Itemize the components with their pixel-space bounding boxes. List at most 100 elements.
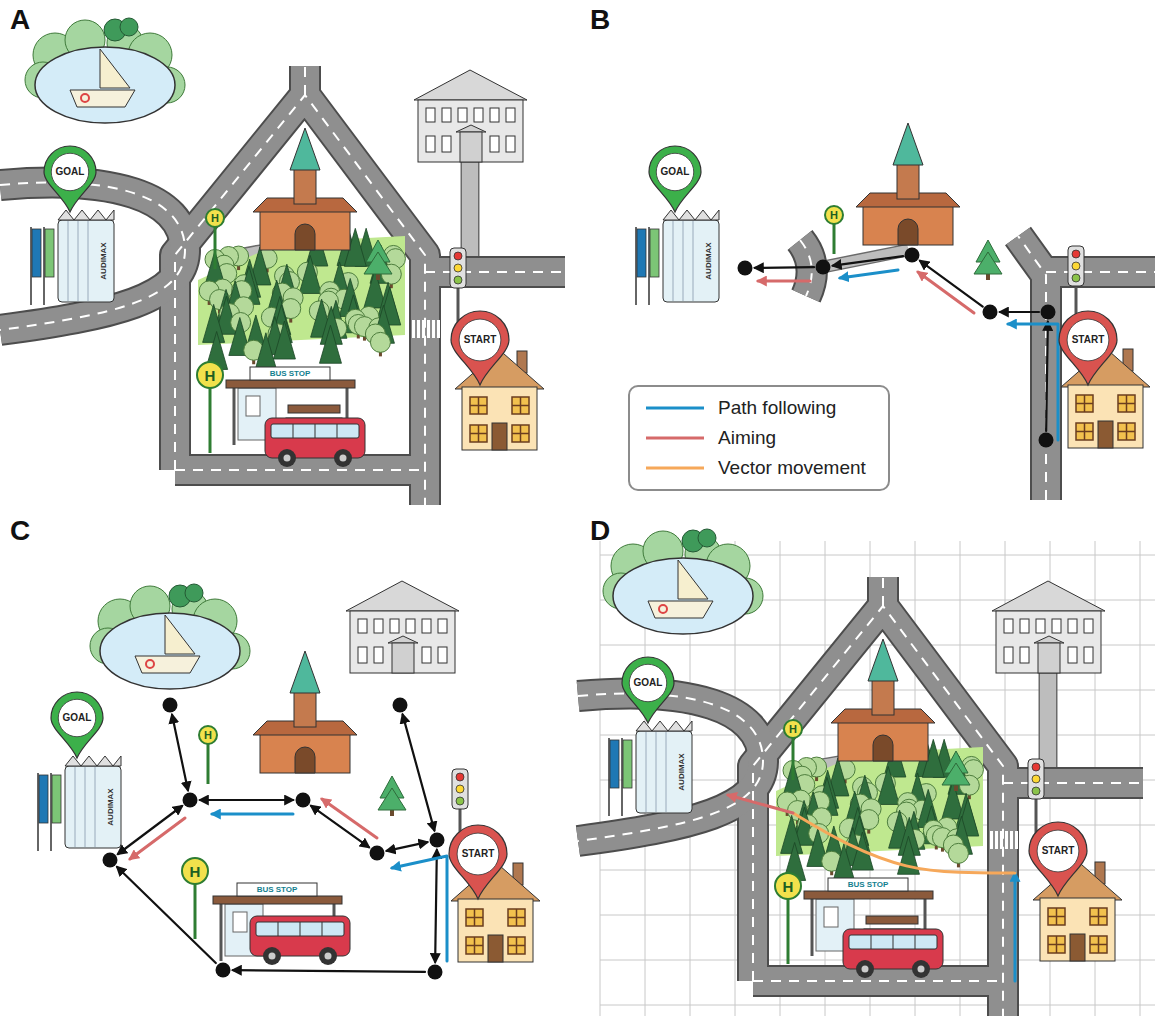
pin-label: GOAL xyxy=(634,678,663,688)
route-arrow xyxy=(840,270,898,278)
footpath-edge xyxy=(461,160,480,258)
window-frame xyxy=(1076,423,1093,440)
graph-edge xyxy=(755,266,814,269)
bus-window-divider xyxy=(915,935,916,949)
light-lamp xyxy=(1072,274,1080,282)
window-frame xyxy=(1090,908,1107,925)
stop-sign xyxy=(825,206,843,224)
bus-window-divider xyxy=(315,424,316,438)
lane-marking xyxy=(882,577,884,606)
house-window xyxy=(466,909,483,926)
shelter-sign xyxy=(237,883,317,896)
museum-window xyxy=(390,619,399,633)
shelter-sign xyxy=(250,367,330,380)
start-pin: START xyxy=(1029,822,1087,896)
stop-sign-letter: H xyxy=(204,730,212,741)
tree-trunk xyxy=(954,785,958,791)
bus-window-divider xyxy=(337,424,338,438)
sign-pole xyxy=(214,227,217,269)
church-body xyxy=(863,205,953,245)
meadow xyxy=(198,236,405,345)
pin-face xyxy=(51,153,88,190)
legend-row: Path following xyxy=(644,393,866,423)
church-body xyxy=(838,721,928,761)
auditorium-building xyxy=(65,766,121,848)
bus-hub xyxy=(862,966,869,973)
window-frame xyxy=(466,909,483,926)
lake xyxy=(35,47,175,123)
sign-pole xyxy=(787,899,790,964)
tree-trunk xyxy=(986,274,990,280)
museum-window xyxy=(1084,647,1093,663)
crosswalk-stripe xyxy=(412,320,415,338)
road-surface xyxy=(1018,236,1046,500)
tree-trunk xyxy=(390,810,394,816)
glass-mullion xyxy=(656,732,657,812)
shelter-roof xyxy=(804,891,933,899)
glass-mullion xyxy=(666,732,667,812)
museum-door xyxy=(392,643,414,673)
road-edge xyxy=(1018,236,1046,500)
light-box xyxy=(1068,246,1084,286)
auditorium-roof xyxy=(58,210,114,220)
sign-pole xyxy=(207,744,210,784)
timetable xyxy=(824,907,838,927)
light-lamp xyxy=(1032,787,1040,795)
graph-edge xyxy=(172,715,188,790)
pin-outline xyxy=(1029,822,1087,896)
light-lamp xyxy=(456,785,464,793)
auditorium-roof xyxy=(636,721,692,731)
house-body xyxy=(1068,385,1143,448)
road-surface xyxy=(1046,258,1155,286)
lane-marking xyxy=(304,66,306,95)
meadow xyxy=(776,747,983,856)
museum-window xyxy=(474,108,483,122)
museum-window xyxy=(422,619,431,633)
window-frame xyxy=(470,397,487,414)
house-door xyxy=(488,935,503,962)
life-ring xyxy=(659,605,667,613)
panel-letter: D xyxy=(590,517,610,545)
museum-window xyxy=(422,647,431,663)
pin-outline xyxy=(451,311,509,385)
window-frame xyxy=(508,937,525,954)
pine-tree xyxy=(319,325,341,363)
shelter-roof xyxy=(213,896,342,904)
house-window xyxy=(512,425,529,442)
flag-pole xyxy=(30,227,32,305)
museum-window xyxy=(1052,619,1061,633)
legend-line xyxy=(646,467,704,470)
light-lamp xyxy=(454,276,462,284)
legend-box: Path followingAimingVector movement xyxy=(628,385,890,491)
goal-pin: GOAL xyxy=(51,692,103,758)
crosswalk-stripe xyxy=(990,831,993,849)
church-spire xyxy=(868,639,898,681)
graph-edge xyxy=(833,256,903,265)
legend-text: Path following xyxy=(718,397,836,419)
lane-marking xyxy=(0,183,185,330)
road-edge xyxy=(1003,767,1143,799)
sign-text: BUS STOP xyxy=(257,886,298,894)
bus-window-divider xyxy=(322,922,323,936)
window-frame xyxy=(1118,395,1135,412)
graph-dot xyxy=(983,305,998,320)
bus-wheel xyxy=(334,449,352,467)
light-lamp xyxy=(1072,250,1080,258)
stop-sign xyxy=(199,726,217,744)
museum-window xyxy=(506,136,515,152)
pine-tree xyxy=(203,304,225,342)
window-frame xyxy=(508,909,525,926)
stop-sign xyxy=(775,873,801,899)
graph-dot xyxy=(430,833,445,848)
bus-hub xyxy=(284,455,291,462)
pin-label: GOAL xyxy=(661,167,690,177)
glass-mullion xyxy=(646,732,647,812)
pin-shape xyxy=(451,311,509,385)
bench-back xyxy=(288,405,340,413)
shelter-post xyxy=(233,380,236,445)
flag-pole xyxy=(635,227,637,305)
building-name: AUDIMAX xyxy=(678,753,686,790)
pin-face xyxy=(656,153,693,190)
start-pin: START xyxy=(449,825,507,899)
house-window xyxy=(466,937,483,954)
